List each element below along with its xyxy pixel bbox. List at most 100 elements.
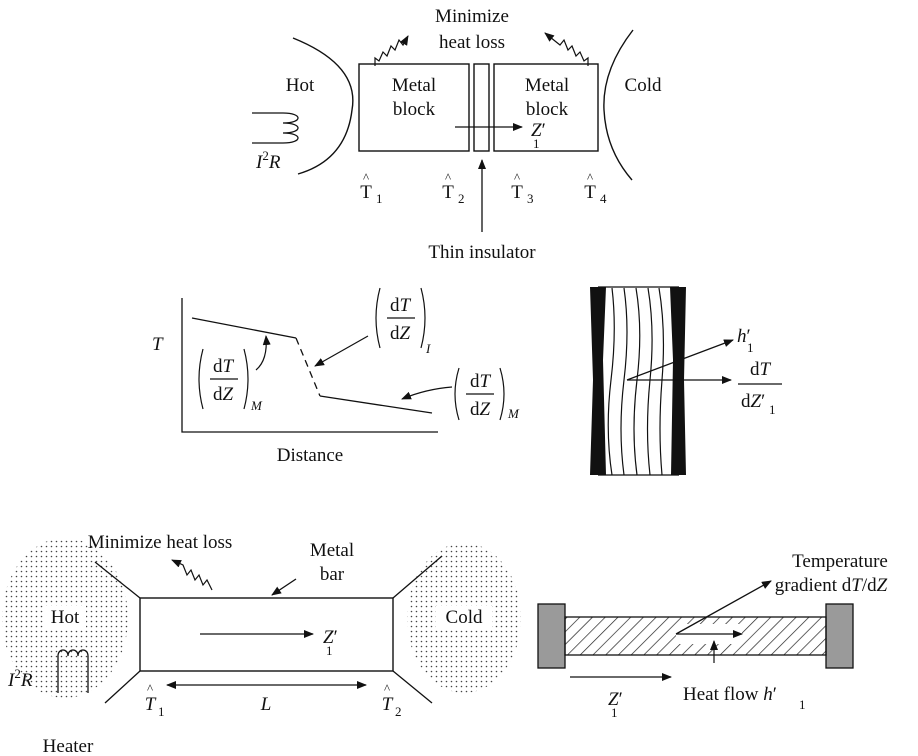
t-axis-label: T	[152, 334, 164, 355]
svg-text:4: 4	[600, 191, 607, 206]
top-z-sub: 1	[533, 136, 540, 151]
metal-gradient-line-right	[319, 395, 433, 414]
hot-reservoir-wall	[292, 37, 354, 175]
bar-z-label: Z′	[323, 627, 338, 648]
t-label-1: ^ T 1	[360, 170, 382, 206]
gradient-label-2: gradient dT/dZ	[775, 575, 888, 596]
distance-axis-label: Distance	[277, 445, 343, 466]
heat-loss-wave-left	[374, 35, 409, 66]
top-z-label: Z′	[531, 120, 546, 141]
gradient-label: Temperature	[792, 551, 888, 572]
t1-hat: ^	[147, 681, 153, 696]
svg-text:^: ^	[363, 170, 369, 185]
svg-text:T: T	[511, 182, 523, 203]
dz1-denominator: dZ′	[741, 391, 765, 412]
h1-sub: 1	[747, 340, 754, 355]
block-left-edge	[590, 287, 606, 475]
isotherm-line-1	[607, 287, 615, 476]
metal-gradient-label-right: dT dZ M	[454, 367, 520, 421]
top-minimize-label-2: heat loss	[439, 32, 505, 53]
top-heater-coil	[252, 112, 299, 144]
metal-bar-setup: Hot Cold Minimize heat loss Metal bar Z′…	[2, 532, 521, 756]
insulator-gradient-arrow	[314, 335, 369, 367]
bottom-i2r-label: I2R	[7, 666, 33, 691]
hatched-rod-setup: Temperature gradient dT/dZ Z′ 1 Heat flo…	[537, 551, 888, 720]
svg-text:T: T	[360, 182, 372, 203]
t2-hat: ^	[384, 681, 390, 696]
svg-text:1: 1	[376, 191, 383, 206]
metal-gradient-arrow-left	[255, 335, 271, 371]
rod-left-cap	[537, 603, 566, 669]
dz1-sub: 1	[769, 402, 776, 417]
svg-text:dT: dT	[390, 295, 412, 316]
insulator-gradient-line	[295, 337, 321, 397]
svg-text:3: 3	[527, 191, 534, 206]
bar-z-sub: 1	[326, 643, 333, 658]
right-metal-block	[493, 63, 599, 152]
heat-flow-sub: 1	[799, 697, 806, 712]
heat-flux-vector	[626, 339, 734, 381]
length-label: L	[260, 694, 272, 715]
t1-label: T	[145, 694, 157, 715]
insulator-label: Thin insulator	[428, 242, 536, 263]
t1-sub: 1	[158, 704, 165, 719]
h1-label: h′	[737, 326, 751, 347]
isotherm-line-5	[658, 287, 665, 476]
left-block-label-2: block	[393, 99, 436, 120]
isotherm-line-4	[646, 287, 653, 476]
svg-text:dZ: dZ	[213, 384, 234, 405]
bottom-minimize-label: Minimize heat loss	[88, 532, 233, 553]
t2-label: T	[382, 694, 394, 715]
bottom-cold-label: Cold	[446, 607, 483, 628]
dt-numerator: dT	[750, 359, 772, 380]
plot-axes	[181, 298, 438, 433]
top-minimize-label: Minimize	[435, 6, 509, 27]
heater-label: Heater	[43, 736, 94, 756]
metal-bar-label: Metal	[310, 540, 354, 561]
metal-gradient-arrow-right	[401, 386, 453, 400]
isotherm-line-2	[620, 287, 628, 476]
top-hot-label: Hot	[286, 75, 315, 96]
rod-right-cap	[825, 603, 854, 669]
t-label-3: ^ T 3	[511, 170, 533, 206]
bottom-heat-loss-wave	[171, 559, 213, 591]
svg-text:dZ: dZ	[390, 323, 411, 344]
bottom-hot-label: Hot	[51, 607, 80, 628]
svg-text:dT: dT	[470, 371, 492, 392]
temperature-gradient-arrow	[675, 580, 772, 635]
t2-sub: 2	[395, 704, 402, 719]
svg-text:M: M	[507, 406, 520, 421]
cold-reservoir-wall	[603, 29, 634, 181]
metal-bar-pointer	[271, 578, 297, 596]
right-block-label-2: block	[526, 99, 569, 120]
rod-z-label: Z′	[608, 689, 623, 710]
insulator-gradient-label: dT dZ I	[375, 287, 431, 356]
metal-gradient-line-left	[191, 317, 297, 339]
svg-text:T: T	[584, 182, 596, 203]
layered-block-illustration: h′ 1 dT dZ′ 1	[590, 286, 782, 476]
svg-text:^: ^	[514, 170, 520, 185]
svg-text:M: M	[250, 398, 263, 413]
rod-z-sub: 1	[611, 705, 618, 720]
top-i2r-label: I2R	[255, 148, 281, 173]
heat-flow-label: Heat flow h′	[683, 684, 777, 705]
heat-loss-wave-right	[544, 32, 589, 66]
t-label-4: ^ T 4	[584, 170, 607, 206]
top-panel: Minimize heat loss Hot Cold I2R Metal bl…	[252, 6, 662, 263]
right-block-label: Metal	[525, 75, 569, 96]
isotherm-line-3	[633, 287, 641, 476]
svg-text:^: ^	[445, 170, 451, 185]
top-cold-label: Cold	[625, 75, 662, 96]
t-label-2: ^ T 2	[442, 170, 464, 206]
svg-text:T: T	[442, 182, 454, 203]
left-metal-block	[358, 63, 470, 152]
svg-text:I: I	[425, 341, 431, 356]
left-block-label: Metal	[392, 75, 436, 96]
metal-gradient-label-left: dT dZ M	[198, 348, 263, 413]
svg-text:dT: dT	[213, 356, 235, 377]
metal-bar-label-2: bar	[320, 564, 345, 585]
temperature-profile-plot: T Distance dT dZ I dT dZ M dT	[152, 287, 520, 466]
thin-insulator	[473, 63, 490, 152]
svg-text:^: ^	[587, 170, 593, 185]
